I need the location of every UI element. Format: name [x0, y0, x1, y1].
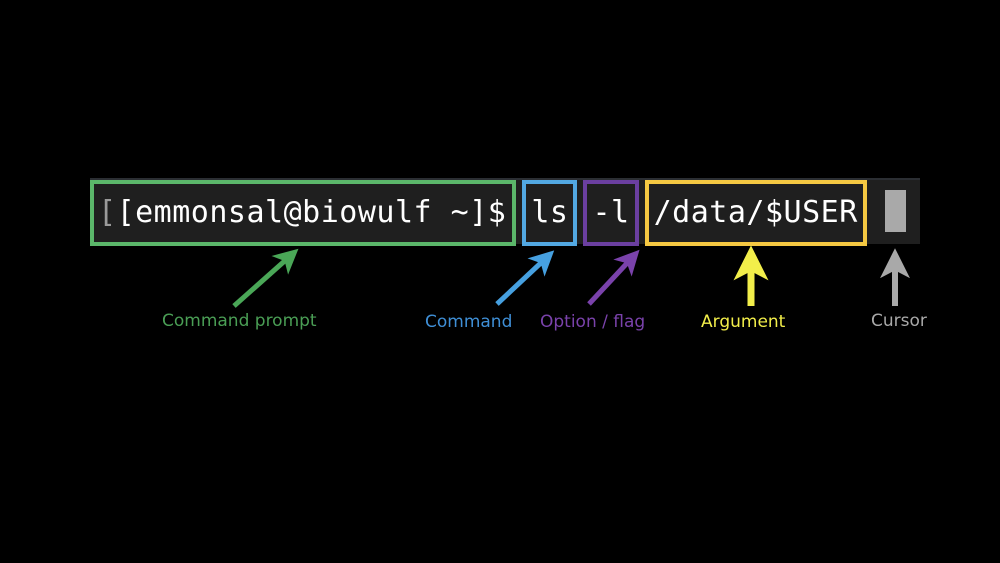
command-line: [[emmonsal@biowulf ~]$ ls -l /data/$USER — [90, 180, 867, 246]
segment-argument[interactable]: /data/$USER — [644, 180, 867, 246]
terminal-cursor-block — [885, 190, 906, 232]
prompt-text: [emmonsal@biowulf ~]$ — [116, 195, 507, 230]
label-command: Command — [425, 312, 513, 332]
arrow-command-prompt — [232, 248, 299, 308]
terminal-strip: [[emmonsal@biowulf ~]$ ls -l /data/$USER — [90, 178, 920, 246]
segment-command-prompt[interactable]: [[emmonsal@biowulf ~]$ — [90, 180, 517, 246]
segment-option-flag[interactable]: -l — [583, 180, 639, 246]
label-command-prompt: Command prompt — [162, 311, 317, 331]
arrow-argument — [733, 245, 769, 306]
label-cursor: Cursor — [871, 311, 927, 331]
dim-leading-bracket: [ — [98, 195, 117, 230]
label-argument: Argument — [701, 312, 786, 332]
label-option-flag: Option / flag — [540, 312, 646, 332]
arrow-cursor — [880, 248, 910, 306]
segment-command[interactable]: ls — [522, 180, 578, 246]
arrow-option-flag — [587, 249, 640, 306]
arrow-command — [495, 250, 555, 306]
